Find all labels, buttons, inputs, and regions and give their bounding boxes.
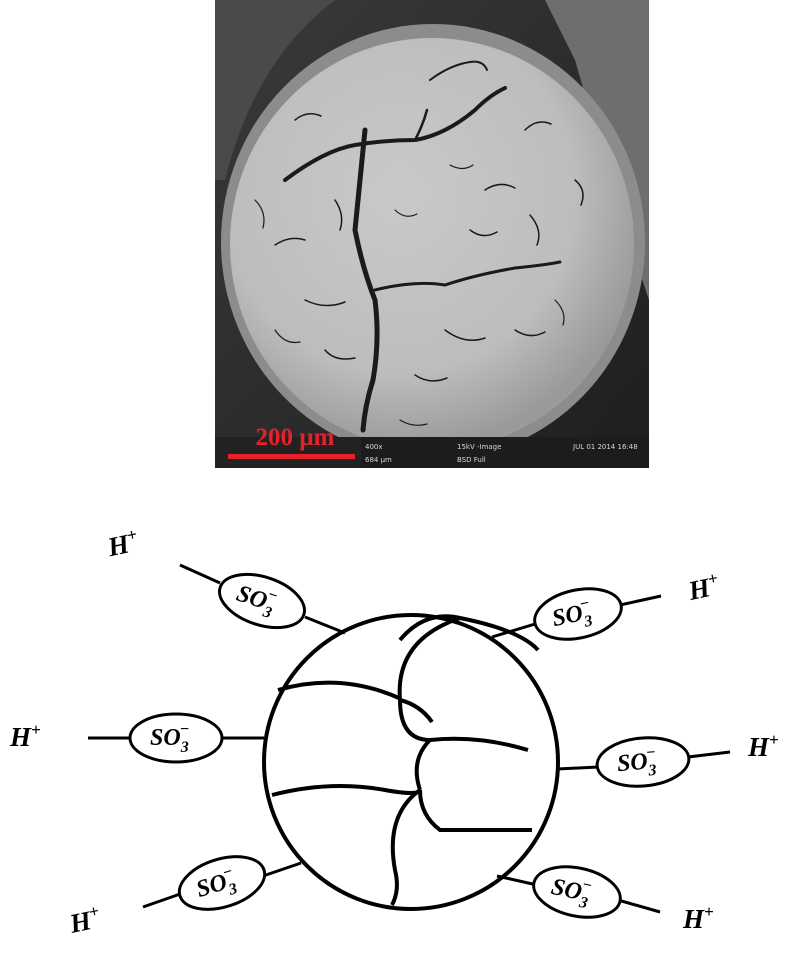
scale-bar <box>228 454 355 459</box>
bond-bottom-left-inner <box>263 863 301 876</box>
sem-micrograph: 200 µm 400x 684 µm 15kV -Image BSD Full … <box>215 0 649 468</box>
proton-label-mid-right: H+ <box>747 730 779 762</box>
bead-crack-5 <box>417 740 430 790</box>
timestamp-label: JUL 01 2014 16:48 <box>573 443 638 451</box>
scale-label: 200 µm <box>239 424 351 452</box>
magnification-label: 400x <box>365 443 383 451</box>
proton-label-mid-left: H+ <box>9 720 41 752</box>
proton-labels: H+ H+ H+ H+ H+ H+ <box>9 525 779 939</box>
proton-label-bottom-right: H+ <box>682 902 714 934</box>
bond-mid-right-inner <box>557 767 599 769</box>
bond-bottom-right-inner <box>497 876 537 885</box>
bead-crack-4 <box>400 700 432 722</box>
bead-crack-6 <box>272 786 420 795</box>
detector-label: BSD Full <box>457 456 486 464</box>
bond-mid-right-outer <box>688 752 730 757</box>
bead-crack-3 <box>400 618 528 750</box>
bead-crack-8 <box>392 790 420 905</box>
sem-info-bar: 400x 684 µm 15kV -Image BSD Full JUL 01 … <box>361 437 649 468</box>
bead-outline-group <box>264 615 558 909</box>
proton-label-top-right: H+ <box>684 568 722 606</box>
proton-label-top-left: H+ <box>104 525 142 563</box>
bead-circle <box>264 615 558 909</box>
bond-bottom-left-outer <box>143 893 183 907</box>
bead-crack-1 <box>278 683 399 698</box>
sulfonate-ovals <box>130 565 691 925</box>
bead-crack-2 <box>400 616 538 650</box>
field-width-label: 684 µm <box>365 456 392 464</box>
proton-label-bottom-left: H+ <box>66 901 104 939</box>
bond-top-left-inner <box>305 617 345 633</box>
sulfonate-label-mid-left: SO3− <box>150 721 189 756</box>
bead <box>230 38 634 450</box>
bond-top-right-outer <box>620 596 661 605</box>
voltage-label: 15kV -Image <box>457 443 501 451</box>
micrograph-image <box>215 0 649 468</box>
bead-crack-7 <box>420 790 532 830</box>
sulfonated-bead-schematic: SO3− SO3− SO3− SO3− SO3− SO3− H+ H+ H+ H… <box>0 480 793 966</box>
bond-bottom-right-outer <box>618 900 660 912</box>
bond-top-left-outer <box>180 565 220 583</box>
